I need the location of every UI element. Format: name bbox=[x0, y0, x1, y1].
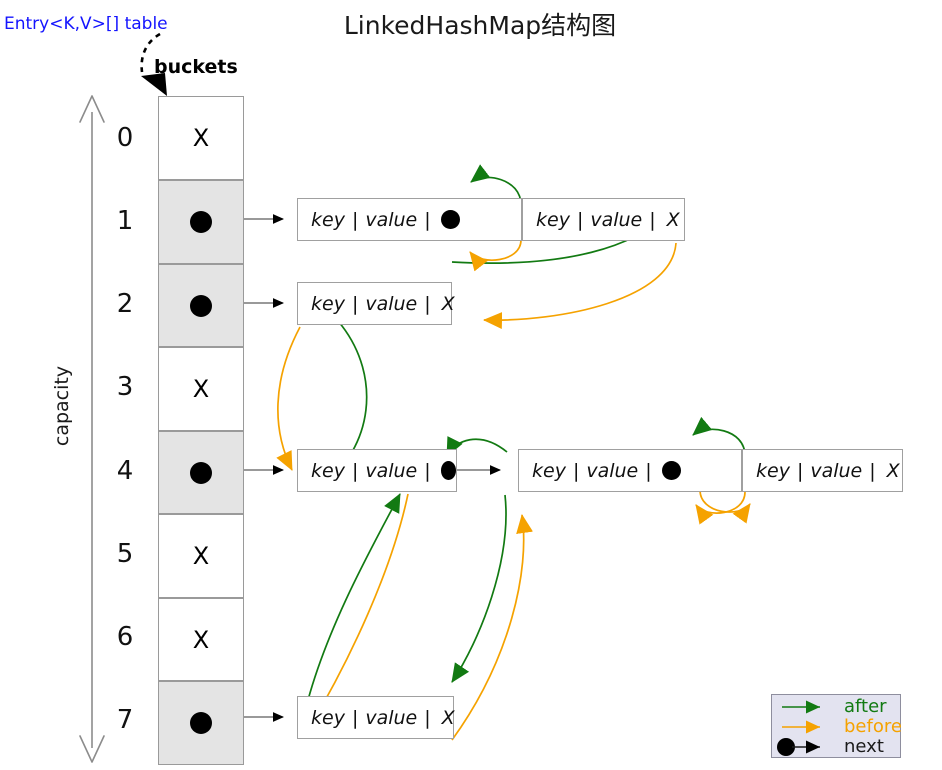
entry-separator: | bbox=[351, 208, 359, 231]
legend-swatches bbox=[777, 700, 820, 756]
bucket-index-0: 0 bbox=[116, 123, 134, 153]
entry-node[interactable]: key | value | bbox=[518, 449, 742, 492]
bucket-index-4: 4 bbox=[116, 456, 134, 486]
bucket-cell-7[interactable] bbox=[158, 681, 244, 765]
entry-separator: | bbox=[351, 706, 359, 729]
entry-key: key bbox=[311, 459, 345, 482]
bucket-cell-5[interactable]: X bbox=[158, 514, 244, 598]
entry-key: key bbox=[756, 459, 790, 482]
bucket-cell-6[interactable]: X bbox=[158, 598, 244, 681]
legend-box: after before next bbox=[771, 694, 902, 758]
bucket-null-mark: X bbox=[192, 542, 210, 570]
entry-separator: | bbox=[869, 459, 876, 482]
bucket-cell-1[interactable] bbox=[158, 180, 244, 264]
buckets-label: buckets bbox=[154, 56, 238, 78]
entry-separator: | bbox=[796, 459, 804, 482]
entry-node[interactable]: key | value | bbox=[297, 449, 457, 492]
entry-key: key bbox=[536, 208, 570, 231]
legend-label-next: next bbox=[844, 736, 884, 757]
bucket-null-mark: X bbox=[192, 375, 210, 403]
capacity-axis bbox=[79, 95, 105, 763]
entry-next-null: X bbox=[441, 292, 455, 315]
entry-node[interactable]: key | value | X bbox=[297, 282, 455, 325]
entry-separator: | bbox=[576, 208, 584, 231]
bucket-index-7: 7 bbox=[116, 705, 134, 735]
bucket-null-mark: X bbox=[192, 124, 210, 152]
entry-separator: | bbox=[424, 208, 431, 231]
legend-label-after: after bbox=[844, 696, 887, 717]
bucket-pointer-dot bbox=[190, 461, 212, 484]
entry-separator: | bbox=[424, 292, 431, 315]
bucket-cell-2[interactable] bbox=[158, 264, 244, 347]
page-title: LinkedHashMap结构图 bbox=[343, 11, 617, 40]
entry-separator: | bbox=[649, 208, 656, 231]
entry-separator: | bbox=[424, 459, 431, 482]
table-type-label: Entry<K,V>[] table bbox=[4, 14, 168, 34]
entry-value: value bbox=[365, 292, 418, 315]
bucket-pointer-dot bbox=[190, 294, 212, 317]
entry-next-null: X bbox=[666, 208, 680, 231]
entry-value: value bbox=[586, 459, 639, 482]
entry-key: key bbox=[532, 459, 566, 482]
after-links bbox=[303, 164, 746, 701]
entry-next-null: X bbox=[441, 706, 455, 729]
entry-separator: | bbox=[645, 459, 652, 482]
entry-value: value bbox=[365, 459, 418, 482]
bucket-pointer-dot bbox=[190, 211, 212, 233]
bucket-cell-3[interactable]: X bbox=[158, 347, 244, 431]
entry-node[interactable]: key | value | bbox=[297, 198, 522, 241]
entry-key: key bbox=[311, 292, 345, 315]
entry-value: value bbox=[810, 459, 863, 482]
bucket-cell-0[interactable]: X bbox=[158, 96, 244, 180]
entry-separator: | bbox=[572, 459, 580, 482]
entry-separator: | bbox=[424, 706, 431, 729]
entry-next-dot bbox=[661, 461, 681, 480]
entry-separator: | bbox=[351, 459, 359, 482]
entry-node[interactable]: key | value | X bbox=[742, 449, 903, 492]
bucket-index-6: 6 bbox=[116, 622, 134, 652]
capacity-label: capacity bbox=[51, 365, 73, 447]
bucket-pointer-dot bbox=[190, 712, 212, 734]
entry-node[interactable]: key | value | X bbox=[297, 696, 455, 739]
bucket-null-mark: X bbox=[192, 625, 210, 654]
entry-next-null: X bbox=[886, 459, 900, 482]
entry-key: key bbox=[311, 208, 345, 231]
bucket-index-3: 3 bbox=[116, 372, 134, 402]
bucket-cell-4[interactable] bbox=[158, 431, 244, 514]
bucket-index-5: 5 bbox=[116, 539, 134, 569]
entry-node[interactable]: key | value | X bbox=[522, 198, 685, 241]
entry-separator: | bbox=[351, 292, 359, 315]
entry-key: key bbox=[311, 706, 345, 729]
entry-value: value bbox=[590, 208, 643, 231]
entry-value: value bbox=[365, 208, 418, 231]
entry-value: value bbox=[365, 706, 418, 729]
legend-label-before: before bbox=[844, 716, 902, 737]
entry-next-dot bbox=[440, 461, 456, 480]
bucket-index-1: 1 bbox=[116, 206, 134, 236]
bucket-index-2: 2 bbox=[116, 289, 134, 319]
entry-next-arrows bbox=[443, 214, 732, 475]
entry-next-dot bbox=[440, 210, 460, 229]
